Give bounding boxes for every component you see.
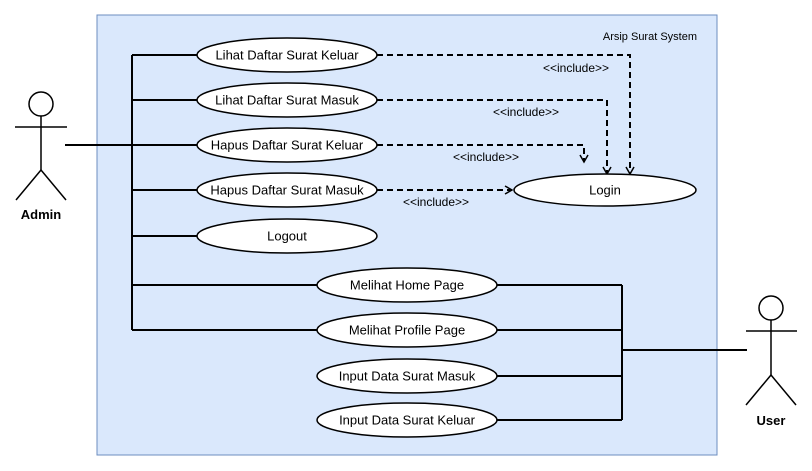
- admin-actor: [15, 91, 67, 201]
- use-case-label: Login: [589, 183, 621, 198]
- use-case-label: Melihat Profile Page: [349, 323, 465, 338]
- user-actor: [745, 295, 797, 406]
- use-case-lihat-daftar-surat-keluar: Lihat Daftar Surat Keluar: [196, 37, 378, 73]
- use-case-input-data-surat-masuk: Input Data Surat Masuk: [316, 358, 498, 394]
- include-relations: [377, 54, 635, 195]
- use-case-label: Hapus Daftar Surat Keluar: [211, 138, 364, 153]
- admin-actor-label: Admin: [21, 207, 62, 222]
- user-actor-label: User: [757, 413, 786, 428]
- use-case-hapus-daftar-surat-keluar: Hapus Daftar Surat Keluar: [196, 127, 378, 163]
- actor-head-icon: [758, 295, 784, 321]
- use-case-label: Input Data Surat Keluar: [339, 413, 476, 428]
- include-label: <<include>>: [403, 195, 469, 209]
- use-case-lihat-daftar-surat-masuk: Lihat Daftar Surat Masuk: [196, 82, 378, 118]
- include-arrow-lihat-keluar: [377, 54, 635, 176]
- include-arrow-lihat-masuk: [377, 99, 612, 176]
- use-case-label: Input Data Surat Masuk: [339, 369, 476, 384]
- use-case-melihat-home-page: Melihat Home Page: [316, 267, 498, 303]
- use-case-label: Lihat Daftar Surat Keluar: [215, 48, 359, 63]
- use-case-label: Melihat Home Page: [350, 278, 464, 293]
- use-case-login: Login: [513, 173, 697, 207]
- system-title: Arsip Surat System: [603, 31, 697, 43]
- admin-associations: [65, 54, 317, 331]
- include-label: <<include>>: [453, 150, 519, 164]
- include-label: <<include>>: [543, 61, 609, 75]
- use-case-input-data-surat-keluar: Input Data Surat Keluar: [316, 402, 498, 438]
- use-case-logout: Logout: [196, 218, 378, 254]
- user-associations: [497, 284, 747, 421]
- use-case-hapus-daftar-surat-masuk: Hapus Daftar Surat Masuk: [196, 172, 378, 208]
- use-case-label: Hapus Daftar Surat Masuk: [210, 183, 364, 198]
- use-case-label: Logout: [267, 229, 307, 244]
- use-case-melihat-profile-page: Melihat Profile Page: [316, 312, 498, 348]
- actor-head-icon: [28, 91, 54, 117]
- include-label: <<include>>: [493, 105, 559, 119]
- use-case-label: Lihat Daftar Surat Masuk: [215, 93, 359, 108]
